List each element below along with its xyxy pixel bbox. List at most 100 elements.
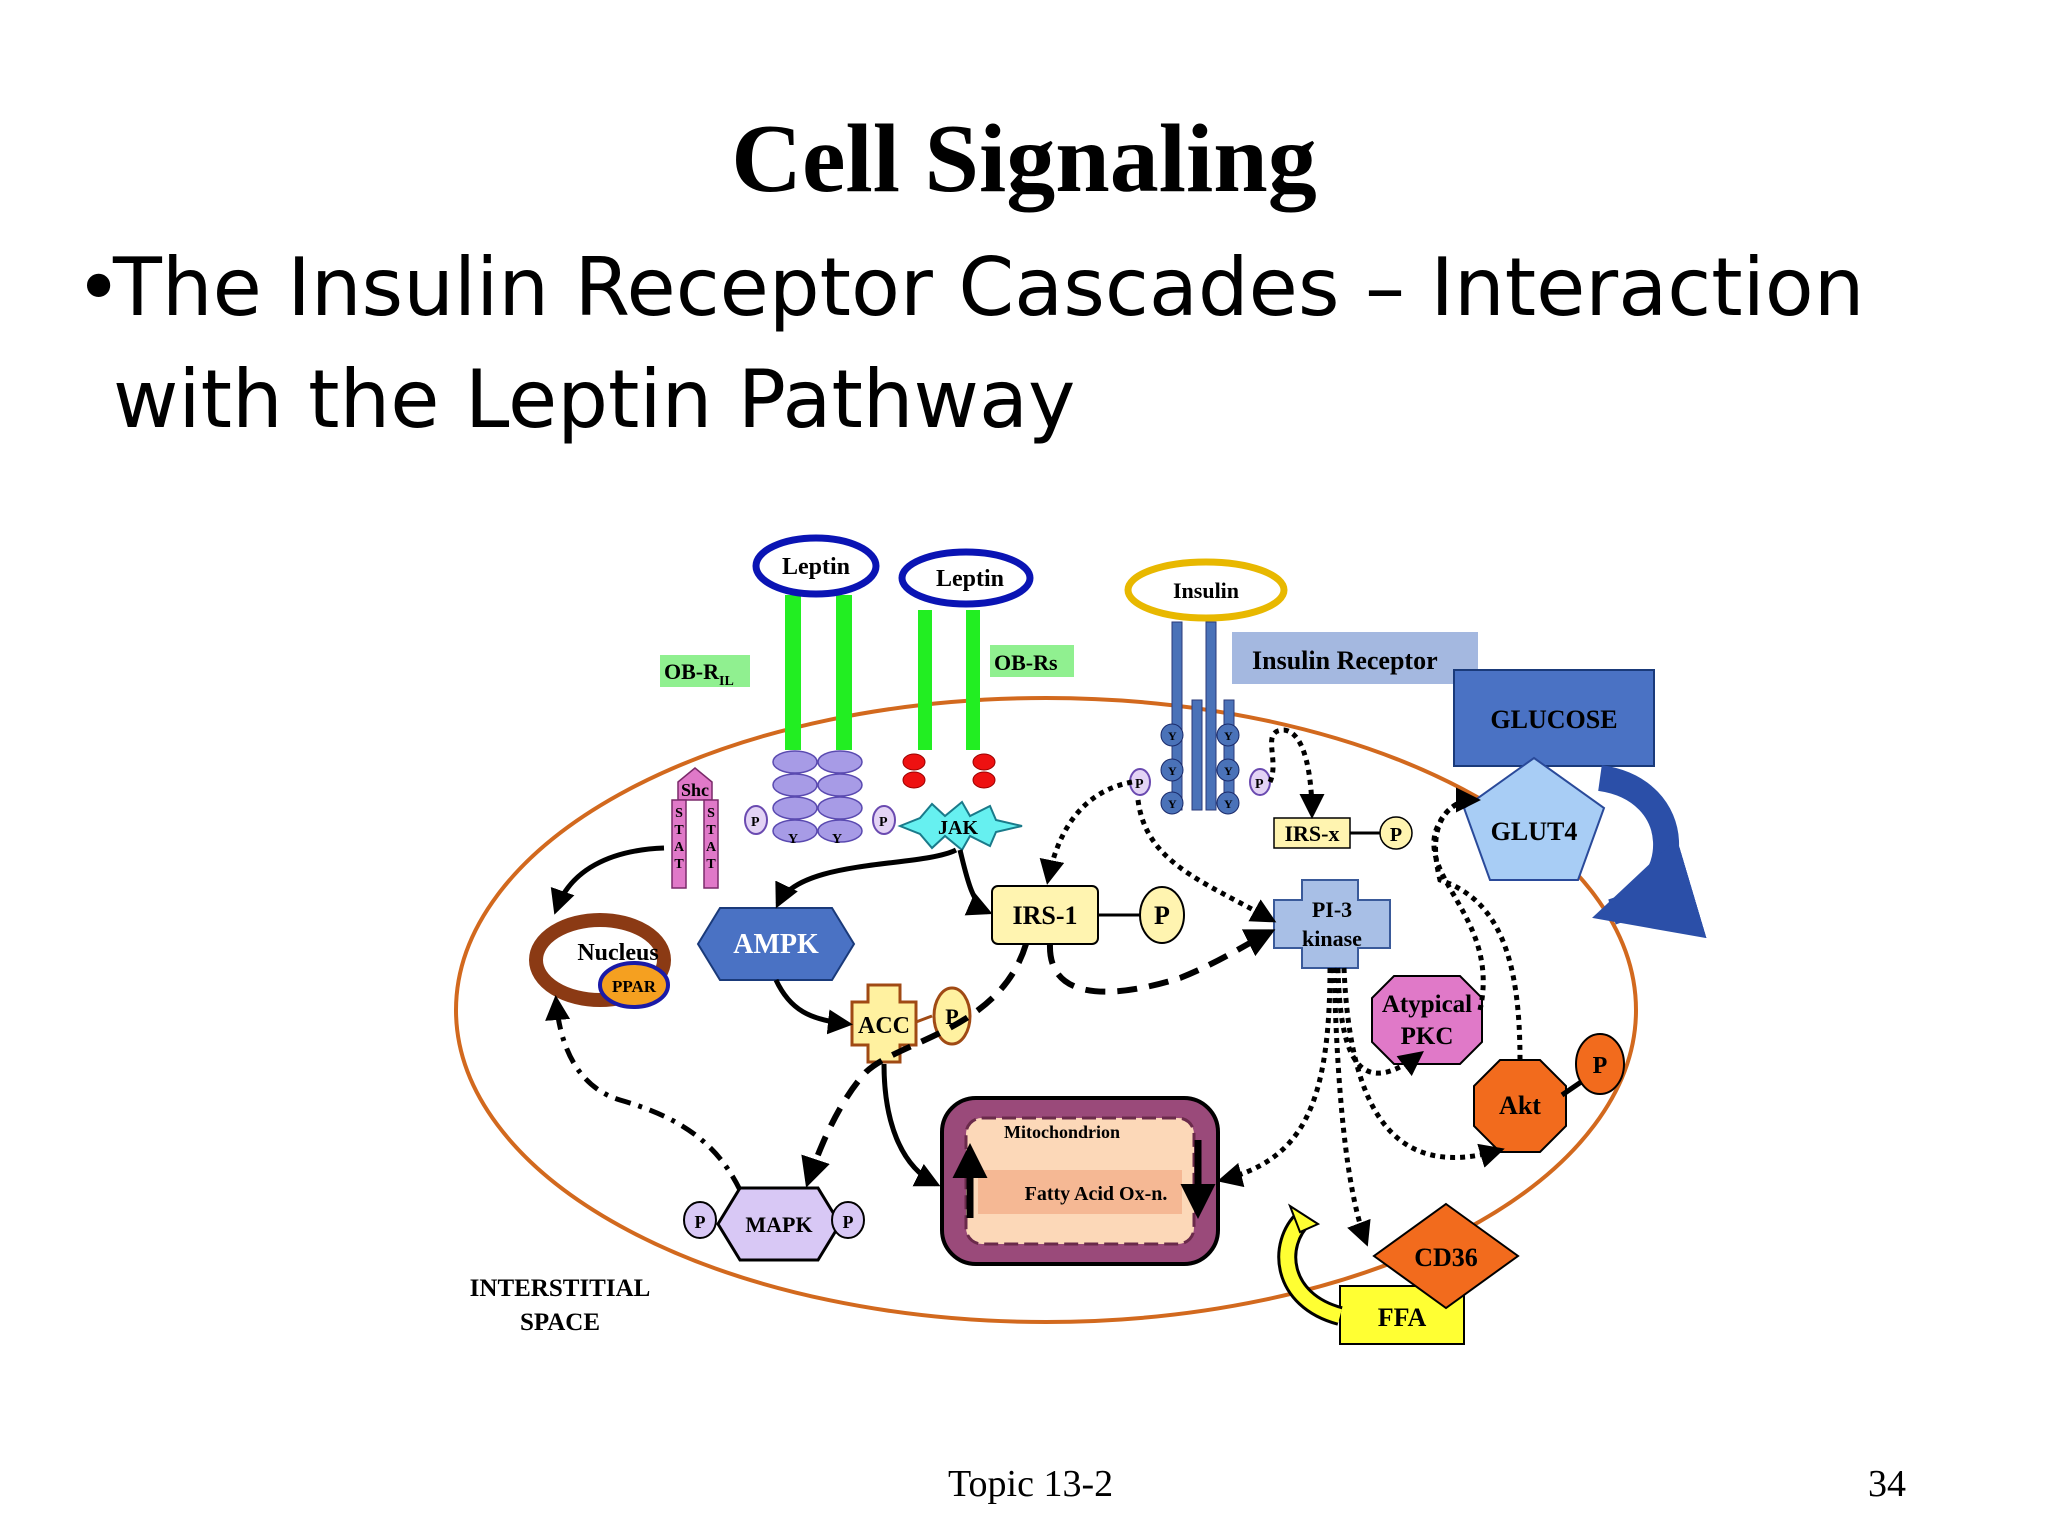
bullet-point: • The Insulin Receptor Cascades – Intera…: [75, 232, 1975, 456]
bullet-marker: •: [75, 241, 123, 334]
phosphate-label: P: [751, 815, 760, 830]
phosphate-label: P: [879, 815, 888, 830]
arrow-icon: [881, 1063, 941, 1187]
irs-1-p: P: [1154, 901, 1170, 930]
ir-y1: Y: [1168, 729, 1177, 743]
ir-y5: Y: [1224, 764, 1233, 778]
acc: ACC P: [850, 983, 972, 1064]
nucleus: Nucleus PPAR: [529, 913, 671, 1009]
arrow-icon: [801, 943, 1029, 1188]
phosphate-icon: P: [1249, 768, 1271, 796]
insulin-receptor-text: Insulin Receptor: [1252, 646, 1438, 675]
footer-topic: Topic 13-2: [948, 1463, 1114, 1505]
glut4-label: GLUT4: [1491, 817, 1578, 846]
dash-dot-arrow-icon: [545, 995, 743, 1192]
svg-text:T: T: [706, 823, 716, 838]
arrow-icon: [1267, 727, 1325, 819]
svg-text:A: A: [706, 840, 717, 855]
akt-p: P: [1593, 1053, 1608, 1079]
leptin-ligand-icon: Leptin: [898, 548, 1034, 608]
arrow-icon: [1217, 967, 1333, 1188]
irs-1-label: IRS-1: [1012, 901, 1077, 930]
phosphate-label: P: [1255, 777, 1264, 792]
phosphate-label: P: [1135, 777, 1144, 792]
leptin-r-y1: Y: [788, 832, 798, 847]
nucleus-label: Nucleus: [577, 940, 658, 966]
ffa-label: FFA: [1378, 1303, 1427, 1332]
pi3-label-2: kinase: [1302, 926, 1362, 951]
bullet-text: The Insulin Receptor Cascades – Interact…: [113, 241, 1865, 446]
insulin-receptor-label: Insulin Receptor: [1232, 632, 1478, 684]
slide-title: Cell Signaling: [731, 105, 1317, 213]
interstitial-label-1: INTERSTITIAL: [470, 1275, 651, 1302]
glut4-transporter: GLUT4: [1462, 756, 1606, 881]
mitochondrion: Mitochondrion Fatty Acid Ox-n.: [940, 1096, 1220, 1266]
fatty-acid-label: Fatty Acid Ox-n.: [1025, 1183, 1168, 1205]
acc-label: ACC: [858, 1013, 910, 1039]
arrow-icon: [1135, 799, 1277, 923]
arrow-icon: [1039, 779, 1133, 885]
mitochondrion-label: Mitochondrion: [1004, 1122, 1120, 1142]
insulin-ligand-icon: Insulin: [1124, 558, 1288, 622]
mapk-p2: P: [843, 1212, 854, 1232]
leptin-r-y2: Y: [832, 832, 842, 847]
svg-text:A: A: [674, 840, 685, 855]
ob-rs-text: OB-Rs: [994, 650, 1058, 675]
dotted-arrows: [1039, 727, 1523, 1247]
cell-membrane: [454, 696, 1638, 1324]
shc-label: Shc: [681, 780, 709, 800]
atypical-pkc: Atypical PKC: [1371, 975, 1483, 1065]
irs-x-p: P: [1390, 824, 1402, 846]
akt: Akt P: [1473, 1033, 1625, 1153]
arrow-icon: [1341, 967, 1505, 1168]
ffa-uptake-arrow-icon: [1277, 1203, 1344, 1326]
leptin-label-1: Leptin: [782, 554, 850, 580]
svg-text:S: S: [675, 806, 683, 821]
svg-text:T: T: [674, 823, 684, 838]
irs-1: IRS-1 P: [991, 885, 1185, 945]
leptin-receptor-long: Y Y: [772, 595, 863, 847]
pi3-label-1: PI-3: [1312, 897, 1352, 922]
ob-r-il-label: OB-RIL: [660, 655, 750, 689]
shc-stat-complex: Shc S T A T S T A T: [671, 767, 719, 889]
leptin-receptor-short: [902, 610, 996, 789]
atypical-pkc-label-1: Atypical: [1382, 991, 1472, 1018]
arrow-icon: [1331, 967, 1371, 1247]
svg-text:T: T: [674, 857, 684, 872]
mapk: MAPK P P: [683, 1186, 865, 1262]
arrow-icon: [773, 978, 853, 1035]
insulin-label: Insulin: [1173, 578, 1239, 603]
phosphate-icon: P: [1129, 768, 1151, 796]
irs-x-label: IRS-x: [1284, 821, 1339, 846]
insulin-receptor: Y Y Y Y Y Y: [1160, 621, 1240, 815]
glucose-label: GLUCOSE: [1490, 705, 1617, 734]
ob-r-il-text: OB-R: [664, 659, 720, 684]
leptin-label-2: Leptin: [936, 566, 1004, 592]
arrow-icon: [550, 845, 665, 915]
arrow-icon: [775, 847, 958, 909]
ampk-label: AMPK: [733, 929, 819, 960]
ir-y6: Y: [1224, 797, 1233, 811]
ir-y4: Y: [1224, 729, 1233, 743]
arrow-icon: [957, 849, 993, 916]
atypical-pkc-label-2: PKC: [1401, 1023, 1454, 1050]
svg-text:S: S: [707, 806, 715, 821]
ir-y3: Y: [1168, 797, 1177, 811]
ir-y2: Y: [1168, 764, 1177, 778]
svg-text:OB-RIL: OB-RIL: [664, 659, 734, 689]
glucose-uptake-arrow-icon: [1592, 765, 1707, 939]
ob-r-il-subscript: IL: [719, 674, 734, 689]
cd36: CD36: [1372, 1202, 1520, 1310]
ob-rs-label: OB-Rs: [990, 645, 1074, 677]
jak-label: JAK: [938, 817, 978, 839]
arrow-icon: [1046, 929, 1276, 995]
dashed-arrows: [801, 929, 1276, 1188]
ppar-label: PPAR: [612, 977, 657, 996]
leptin-ligand-icon: Leptin: [752, 534, 880, 598]
page-number: 34: [1868, 1463, 1906, 1505]
phosphate-icon: P: [872, 805, 896, 835]
irs-x: IRS-x P: [1273, 816, 1413, 850]
pi3-kinase: PI-3 kinase: [1273, 879, 1391, 969]
svg-text:T: T: [706, 857, 716, 872]
